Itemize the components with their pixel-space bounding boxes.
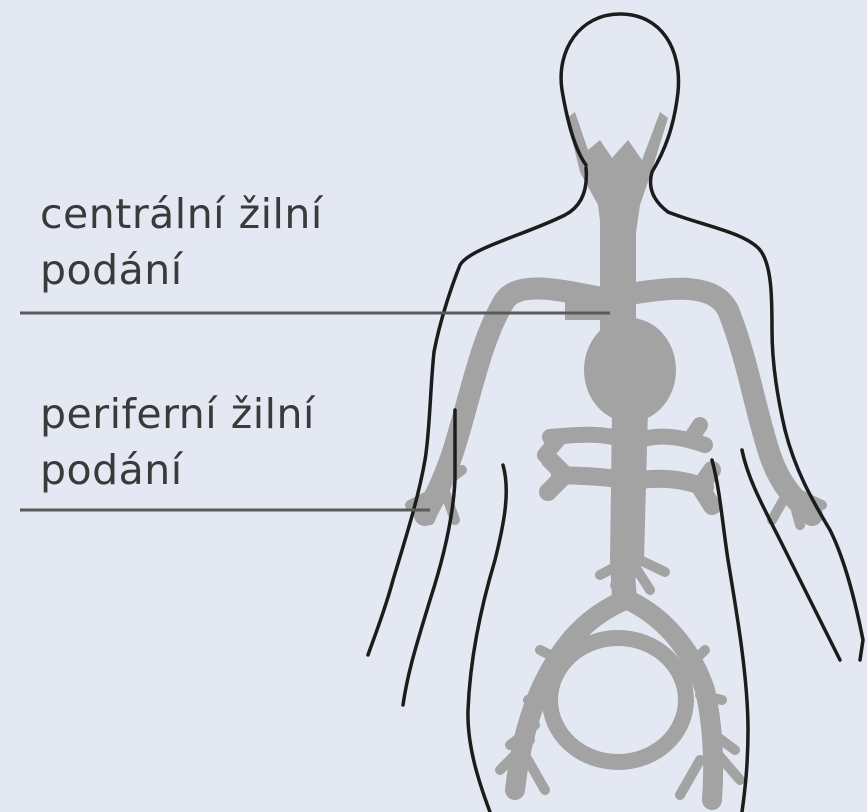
left-waist-outline [468, 465, 506, 812]
peripheral-venous-label: periferní žilní podání [40, 386, 315, 498]
left-shoulder-outline [434, 168, 586, 352]
brachiocephalic-vein [565, 298, 612, 320]
heart [584, 318, 676, 422]
central-label-line2: podání [40, 242, 323, 298]
central-venous-label: centrální žilní podání [40, 186, 323, 298]
central-label-line1: centrální žilní [40, 186, 323, 242]
pelvic-loop [550, 638, 686, 762]
peripheral-label-line2: podání [40, 442, 315, 498]
venous-system [410, 112, 822, 800]
peripheral-label-line1: periferní žilní [40, 386, 315, 442]
